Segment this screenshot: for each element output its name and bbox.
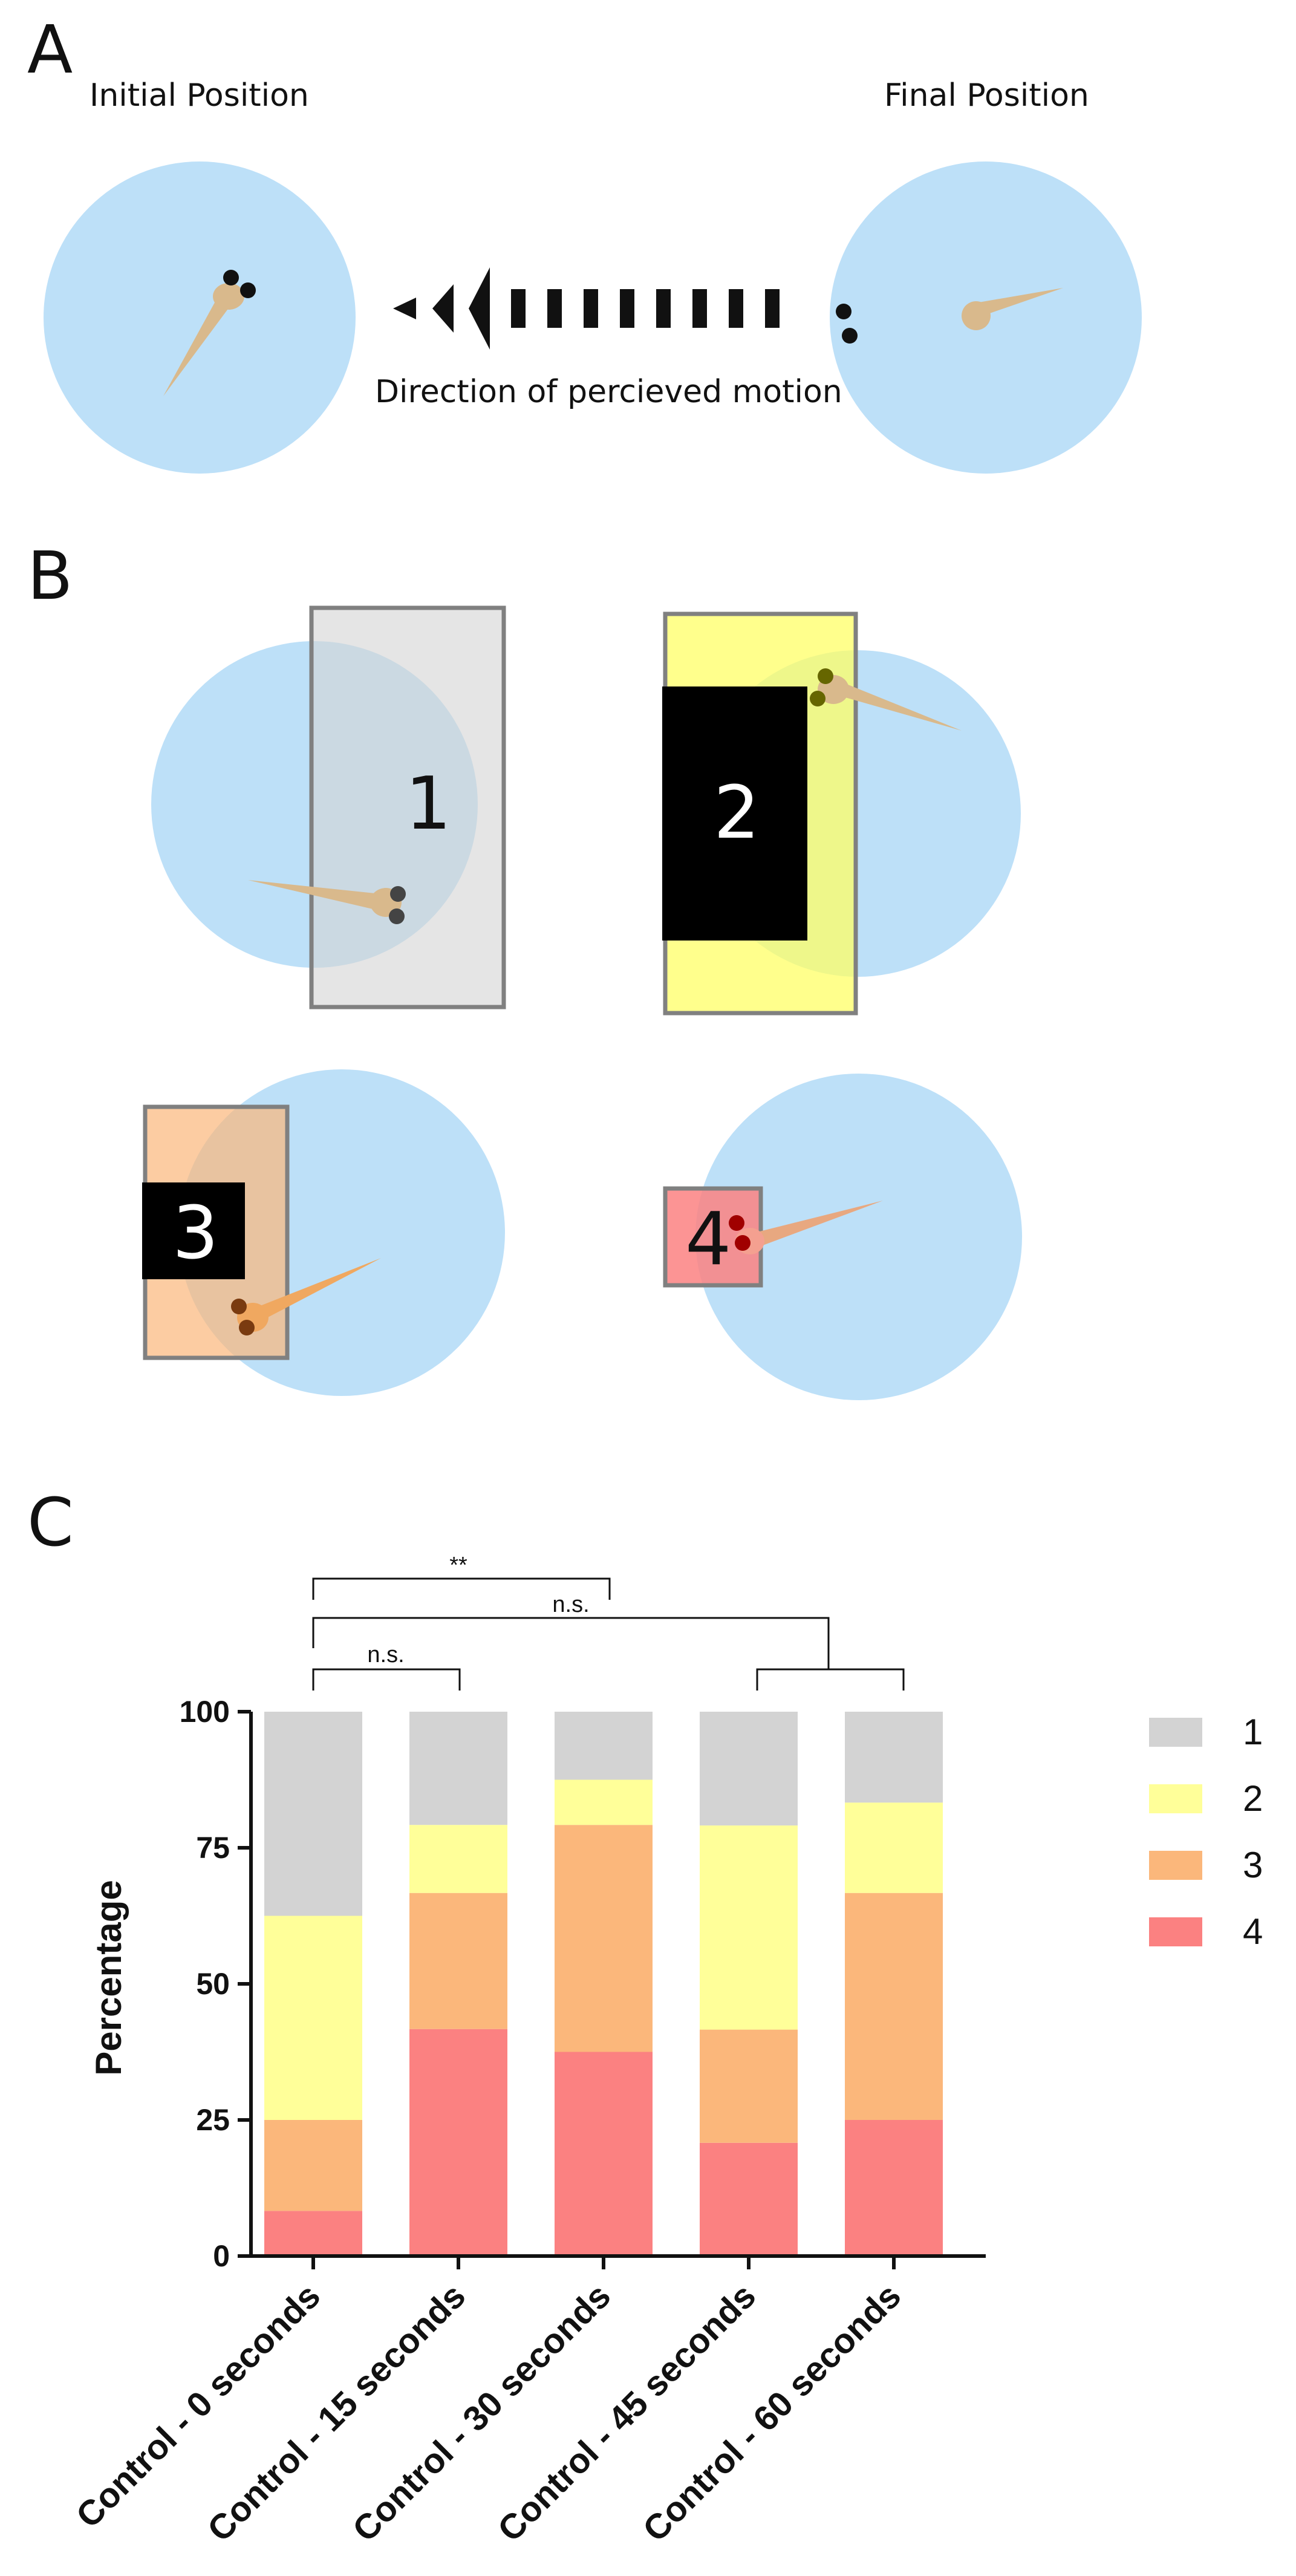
bar-segment-4-1 (409, 2029, 507, 2256)
zone-3-number: 3 (172, 1192, 218, 1276)
bar-segment-1-3 (700, 1712, 798, 1826)
legend-label-1: 1 (1243, 1712, 1263, 1752)
bar-segment-1-2 (555, 1712, 653, 1780)
larva-zone-2 (810, 668, 962, 731)
legend-swatch-2 (1149, 1784, 1202, 1813)
x-tick-label: Control - 30 seconds (345, 2276, 619, 2549)
y-tick-label: 100 (180, 1695, 230, 1729)
motion-direction-label: Direction of percieved motion (375, 374, 842, 410)
legend-label-2: 2 (1243, 1778, 1263, 1819)
bar-segment-1-1 (409, 1712, 507, 1825)
bar-segment-2-2 (555, 1779, 653, 1825)
sig-label-0-vs-15: n.s. (367, 1642, 404, 1668)
bar-segment-3-3 (700, 2029, 798, 2143)
legend-label-3: 3 (1243, 1845, 1263, 1885)
y-axis: 0 25 50 75 100 (180, 1695, 253, 2273)
initial-position-label: Initial Position (90, 77, 309, 114)
legend: 1 2 3 4 (1149, 1712, 1263, 1952)
larva-final (836, 288, 1063, 344)
x-tick-label: Control - 15 seconds (200, 2276, 474, 2549)
x-tick-label: Control - 60 seconds (636, 2276, 909, 2549)
motion-arrow-icon (393, 267, 780, 350)
y-tick-label: 25 (196, 2103, 230, 2137)
larva-zone-4 (729, 1201, 883, 1254)
zone-1-number: 1 (405, 762, 451, 846)
bar-segment-2-3 (700, 1825, 798, 2030)
sig-label-0-vs-45-60: n.s. (552, 1592, 589, 1617)
bar-segment-4-3 (700, 2142, 798, 2256)
zone-2-number: 2 (714, 771, 760, 855)
legend-label-4: 4 (1243, 1911, 1263, 1952)
sig-label-0-vs-30: ** (449, 1553, 467, 1578)
bar-segment-4-2 (555, 2052, 653, 2256)
bar-segment-3-0 (264, 2120, 362, 2211)
significance-brackets (312, 1577, 905, 1691)
x-tick-label: Control - 0 seconds (68, 2276, 328, 2535)
larva-initial (163, 270, 256, 396)
bracket-45-60-group (756, 1668, 905, 1691)
zone-2-blocker (662, 686, 807, 941)
panel-label-c: C (27, 1484, 74, 1561)
y-tick-label: 0 (213, 2239, 230, 2273)
zone-4-number: 4 (685, 1198, 731, 1282)
legend-swatch-4 (1149, 1917, 1202, 1946)
bar-segment-1-0 (264, 1712, 362, 1916)
bar-segment-2-4 (845, 1802, 943, 1893)
bar-segment-2-0 (264, 1916, 362, 2120)
final-position-label: Final Position (884, 77, 1089, 114)
bracket-0-vs-30 (312, 1577, 611, 1600)
zone-1-region (309, 605, 506, 1009)
x-tick-label: Control - 45 seconds (490, 2276, 764, 2549)
zone-3-blocker (142, 1182, 245, 1279)
panel-label-b: B (27, 537, 73, 615)
panel-label-a: A (27, 11, 73, 88)
bar-segment-3-2 (555, 1825, 653, 2052)
bar-segment-3-4 (845, 1893, 943, 2120)
bar-segment-4-0 (264, 2211, 362, 2256)
bar-segment-2-1 (409, 1825, 507, 1893)
bar-segment-1-4 (845, 1712, 943, 1803)
bracket-0-vs-45-60 (312, 1617, 830, 1669)
bar-segment-3-1 (409, 1893, 507, 2029)
y-tick-label: 50 (196, 1967, 230, 2001)
chart-bars (264, 1712, 943, 2256)
bracket-0-vs-15 (312, 1668, 461, 1691)
bar-segment-4-4 (845, 2120, 943, 2256)
arena-zone-4 (695, 1074, 1022, 1400)
y-tick-label: 75 (196, 1831, 230, 1865)
arena-initial (44, 161, 356, 474)
legend-swatch-1 (1149, 1718, 1202, 1747)
y-axis-title: Percentage (88, 1880, 129, 2076)
larva-zone-1 (248, 880, 406, 924)
legend-swatch-3 (1149, 1851, 1202, 1880)
larva-zone-3 (231, 1258, 381, 1335)
